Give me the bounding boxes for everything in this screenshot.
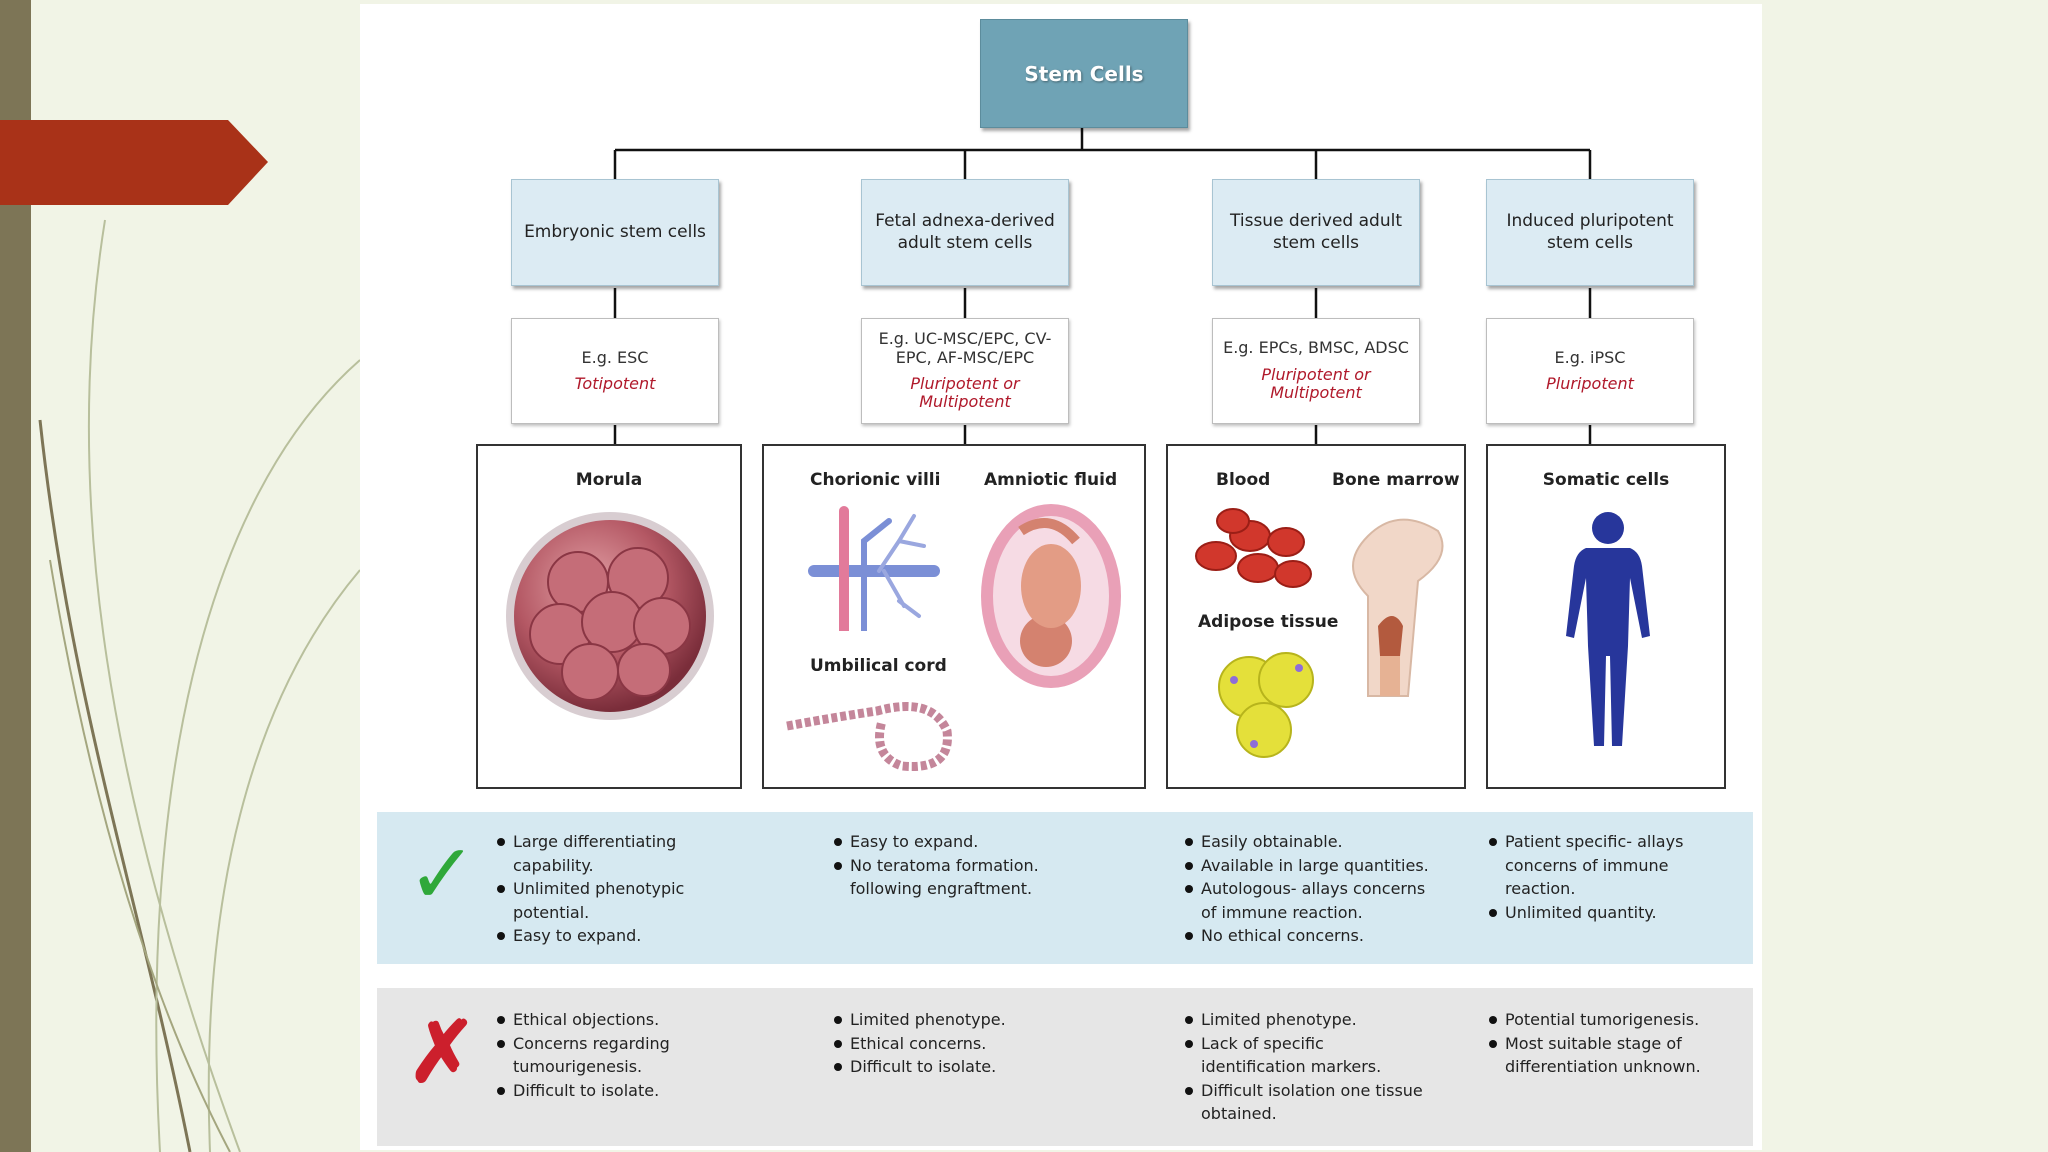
list-item: Limited phenotype. xyxy=(1183,1008,1433,1032)
list-item: Ethical objections. xyxy=(495,1008,695,1032)
list-item: Large differentiating capability. xyxy=(495,830,700,877)
example-text: E.g. iPSC xyxy=(1554,347,1626,367)
image-label-bone-marrow: Bone marrow xyxy=(1332,470,1460,490)
list-item: Unlimited phenotypic potential. xyxy=(495,877,700,924)
list-item: Unlimited quantity. xyxy=(1487,901,1702,925)
category-tissue-derived: Tissue derived adult stem cells xyxy=(1212,179,1420,286)
example-text: E.g. EPCs, BMSC, ADSC xyxy=(1223,338,1409,358)
list-item: Patient specific- allays concerns of imm… xyxy=(1487,830,1702,901)
potency-text: Pluripotent xyxy=(1546,374,1634,393)
list-item: No teratoma formation. following engraft… xyxy=(832,854,1047,901)
umbilical-cord-illustration xyxy=(786,702,952,772)
list-item: Easy to expand. xyxy=(495,924,700,948)
cons-list-fetal-adnexa: Limited phenotype. Ethical concerns. Dif… xyxy=(832,1008,1047,1079)
adipose-cells-illustration xyxy=(1218,652,1314,758)
pros-list-fetal-adnexa: Easy to expand. No teratoma formation. f… xyxy=(832,830,1047,901)
check-mark-icon: ✓ xyxy=(407,825,478,923)
advantages-band: ✓ Large differentiating capability. Unli… xyxy=(377,812,1753,964)
example-box-fetal-adnexa: E.g. UC-MSC/EPC, CV-EPC, AF-MSC/EPC Plur… xyxy=(861,318,1069,424)
example-box-tissue-derived: E.g. EPCs, BMSC, ADSC Pluripotent or Mul… xyxy=(1212,318,1420,424)
list-item: Autologous- allays concerns of immune re… xyxy=(1183,877,1433,924)
title-arrow-shape xyxy=(0,120,268,205)
example-text: E.g. UC-MSC/EPC, CV-EPC, AF-MSC/EPC xyxy=(878,329,1052,367)
image-label-chorionic-villi: Chorionic villi xyxy=(810,470,941,490)
potency-text: Totipotent xyxy=(574,374,656,393)
category-induced-pluripotent: Induced pluripotent stem cells xyxy=(1486,179,1694,286)
list-item: Easy to expand. xyxy=(832,830,1047,854)
image-label-morula: Morula xyxy=(575,470,643,490)
image-panel-embryonic: Morula xyxy=(476,444,742,789)
chorionic-villi-illustration xyxy=(808,506,940,631)
bone-marrow-illustration xyxy=(1352,518,1444,697)
red-blood-cells-illustration xyxy=(1195,508,1312,588)
stem-cells-root-node: Stem Cells xyxy=(980,19,1188,128)
list-item: Available in large quantities. xyxy=(1183,854,1433,878)
image-label-blood: Blood xyxy=(1216,470,1271,490)
cons-list-embryonic: Ethical objections. Concerns regarding t… xyxy=(495,1008,695,1102)
potency-text: Pluripotent or Multipotent xyxy=(910,374,1020,412)
morula-illustration xyxy=(506,512,714,720)
list-item: Difficult isolation one tissue obtained. xyxy=(1183,1079,1433,1126)
list-item: Difficult to isolate. xyxy=(832,1055,1047,1079)
pros-list-tissue-derived: Easily obtainable. Available in large qu… xyxy=(1183,830,1433,948)
list-item: Most suitable stage of differentiation u… xyxy=(1487,1032,1712,1079)
cons-list-tissue-derived: Limited phenotype. Lack of specific iden… xyxy=(1183,1008,1433,1126)
disadvantages-band: ✗ Ethical objections. Concerns regarding… xyxy=(377,988,1753,1146)
image-label-somatic-cells: Somatic cells xyxy=(1542,470,1670,490)
list-item: No ethical concerns. xyxy=(1183,924,1433,948)
list-item: Easily obtainable. xyxy=(1183,830,1433,854)
image-panel-tissue-derived: Blood Bone marrow Adipose tissue xyxy=(1166,444,1466,789)
list-item: Potential tumorigenesis. xyxy=(1487,1008,1712,1032)
example-text: E.g. ESC xyxy=(581,347,649,367)
human-body-silhouette-icon xyxy=(1566,512,1650,746)
image-panel-induced-pluripotent: Somatic cells xyxy=(1486,444,1726,789)
connector-lines xyxy=(613,128,1592,444)
image-label-adipose-tissue: Adipose tissue xyxy=(1198,612,1339,632)
example-box-induced-pluripotent: E.g. iPSC Pluripotent xyxy=(1486,318,1694,424)
image-label-amniotic-fluid: Amniotic fluid xyxy=(984,470,1118,490)
list-item: Concerns regarding tumourigenesis. xyxy=(495,1032,695,1079)
list-item: Limited phenotype. xyxy=(832,1008,1047,1032)
pros-list-embryonic: Large differentiating capability. Unlimi… xyxy=(495,830,700,948)
example-box-embryonic: E.g. ESC Totipotent xyxy=(511,318,719,424)
pros-list-induced-pluripotent: Patient specific- allays concerns of imm… xyxy=(1487,830,1702,924)
list-item: Lack of specific identification markers. xyxy=(1183,1032,1433,1079)
image-panel-fetal-adnexa: Chorionic villi Amniotic fluid Umbilical… xyxy=(762,444,1146,789)
category-embryonic: Embryonic stem cells xyxy=(511,179,719,286)
list-item: Difficult to isolate. xyxy=(495,1079,695,1103)
amniotic-fluid-fetus-illustration xyxy=(981,504,1121,688)
potency-text: Pluripotent or Multipotent xyxy=(1261,364,1371,403)
list-item: Ethical concerns. xyxy=(832,1032,1047,1056)
image-label-umbilical-cord: Umbilical cord xyxy=(810,656,947,676)
category-fetal-adnexa: Fetal adnexa-derived adult stem cells xyxy=(861,179,1069,286)
cross-mark-icon: ✗ xyxy=(407,1002,478,1101)
cons-list-induced-pluripotent: Potential tumorigenesis. Most suitable s… xyxy=(1487,1008,1712,1079)
decorative-curves xyxy=(38,219,361,1152)
diagram-slide: Stem Cells Embryonic stem cells Fetal ad… xyxy=(360,4,1762,1150)
